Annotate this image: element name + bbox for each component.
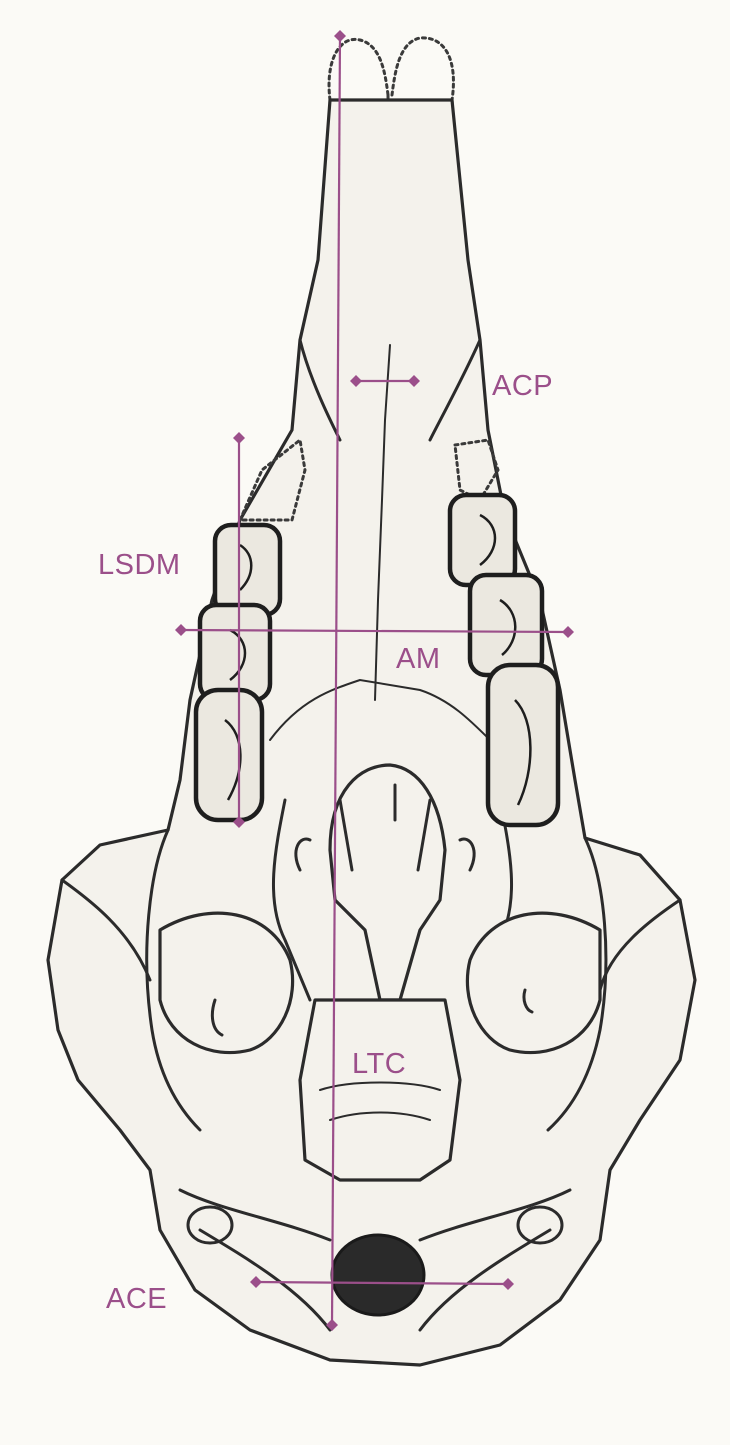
label-am: AM	[396, 643, 441, 675]
skull-outline	[48, 100, 695, 1365]
lsdm-measure-line-start-marker	[233, 432, 245, 444]
label-ace: ACE	[106, 1283, 167, 1315]
ltc-measure-line-start-marker	[334, 30, 346, 42]
am-measure-line-end-marker	[562, 626, 574, 638]
label-lsdm: LSDM	[98, 549, 181, 581]
label-ltc: LTC	[352, 1048, 406, 1080]
label-acp: ACP	[492, 370, 553, 402]
am-measure-line-start-marker	[175, 624, 187, 636]
